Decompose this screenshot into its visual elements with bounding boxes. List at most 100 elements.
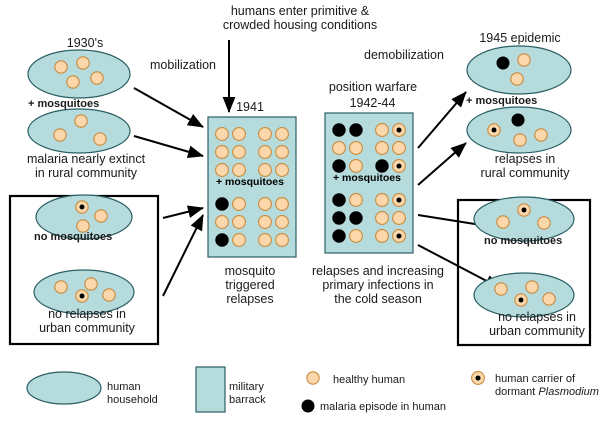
household-h1945_rural [466,106,572,154]
person-healthy-2 [513,133,527,147]
person-healthy-r4c0 [215,215,229,229]
person-healthy-2 [76,219,90,233]
label-no-mosquitoes-right: no mosquitoes [484,235,563,247]
person-healthy-r1c3 [275,145,289,159]
label-position-warfare: position warfare [328,80,418,94]
healthy-dot [215,127,229,141]
healthy-dot [94,209,108,223]
person-healthy-2 [537,216,551,230]
healthy-dot [258,215,272,229]
healthy-dot [215,215,229,229]
label-era-1942-44: 1942-44 [349,96,396,110]
person-malaria-r4c0 [332,211,346,225]
healthy-dot [232,215,246,229]
person-malaria-legend [301,399,315,413]
person-healthy-r2c1 [349,159,363,173]
healthy-dot [54,60,68,74]
label-malaria-extinct: malaria nearly extinct in rural communit… [26,152,146,180]
barrack-caption: + mosquitoes [333,172,401,184]
person-malaria-r0c0 [332,123,346,137]
legend-label-malaria: malaria episode in human [320,401,446,413]
person-healthy-r1c2 [375,141,389,155]
healthy-dot [93,132,107,146]
healthy-dot [375,229,389,243]
person-healthy-r2c0 [215,163,229,177]
malaria-dot [511,113,525,127]
person-healthy-2 [66,75,80,89]
malaria-dot [332,123,346,137]
healthy-dot [375,211,389,225]
person-dormant-r5c3 [392,229,406,243]
person-malaria-r2c0 [332,159,346,173]
healthy-dot [258,197,272,211]
healthy-dot [537,216,551,230]
person-healthy-r2c2 [258,163,272,177]
healthy-dot [494,282,508,296]
legend-glyphs [26,366,226,413]
person-healthy-r0c2 [258,127,272,141]
healthy-dot [332,141,346,155]
healthy-dot [375,141,389,155]
household-ellipse [27,49,131,99]
legend-label-healthy: healthy human [333,374,406,386]
legend-label-dormant: human carrier of dormant Plasmodium [495,373,599,399]
healthy-dot [517,53,531,67]
healthy-dot [525,280,539,294]
dormant-core [79,204,85,210]
healthy-dot [349,229,363,243]
healthy-dot [275,197,289,211]
label-no-relapses-urban-left: no relapses in urban community [39,307,135,335]
person-healthy-r3c2 [375,193,389,207]
healthy-dot [275,233,289,247]
label-plus-mosquitoes-1930: + mosquitoes [28,98,100,110]
healthy-dot [258,233,272,247]
healthy-dot [275,163,289,177]
healthy-dot [392,141,406,155]
person-malaria-r0c1 [349,123,363,137]
person-healthy-1 [517,53,531,67]
person-healthy-0 [54,280,68,294]
malaria-dot [332,211,346,225]
arrow-urban-relapse-to-1941 [162,214,204,297]
person-healthy-r5c1 [349,229,363,243]
healthy-dot [258,127,272,141]
malaria-dot [496,56,510,70]
person-healthy-2 [510,72,524,86]
household-h1945_urban_no_mosq [473,196,575,242]
healthy-dot [349,141,363,155]
healthy-dot [232,163,246,177]
person-healthy-r4c2 [375,211,389,225]
household-ellipse [473,196,575,242]
person-healthy-r0c2 [375,123,389,137]
household-ellipse [466,45,572,95]
barrack-caption: + mosquitoes [216,176,284,188]
person-malaria-r2c2 [375,159,389,173]
household-ellipse [466,106,572,154]
person-healthy-r5c2 [258,233,272,247]
healthy-dot [258,145,272,159]
person-healthy-0 [494,282,508,296]
person-malaria-0 [496,56,510,70]
dormant-core [491,127,497,133]
person-healthy-r5c2 [375,229,389,243]
person-healthy-r5c3 [275,233,289,247]
person-healthy-3 [102,288,116,302]
person-malaria-r4c1 [349,211,363,225]
person-healthy-r4c2 [258,215,272,229]
person-healthy-r0c3 [275,127,289,141]
malaria-dot [349,211,363,225]
legend-barrack-rect [195,366,226,413]
label-era-1945: 1945 epidemic [479,31,561,45]
healthy-dot [534,128,548,142]
healthy-dot [375,123,389,137]
legend-label-barrack: military barrack [229,381,266,406]
legend-household-ellipse [26,371,102,405]
malaria-dot [349,123,363,137]
healthy-dot [349,193,363,207]
malaria-dot [301,399,315,413]
malaria-dot [332,159,346,173]
person-healthy-r1c1 [232,145,246,159]
healthy-dot [306,371,320,385]
